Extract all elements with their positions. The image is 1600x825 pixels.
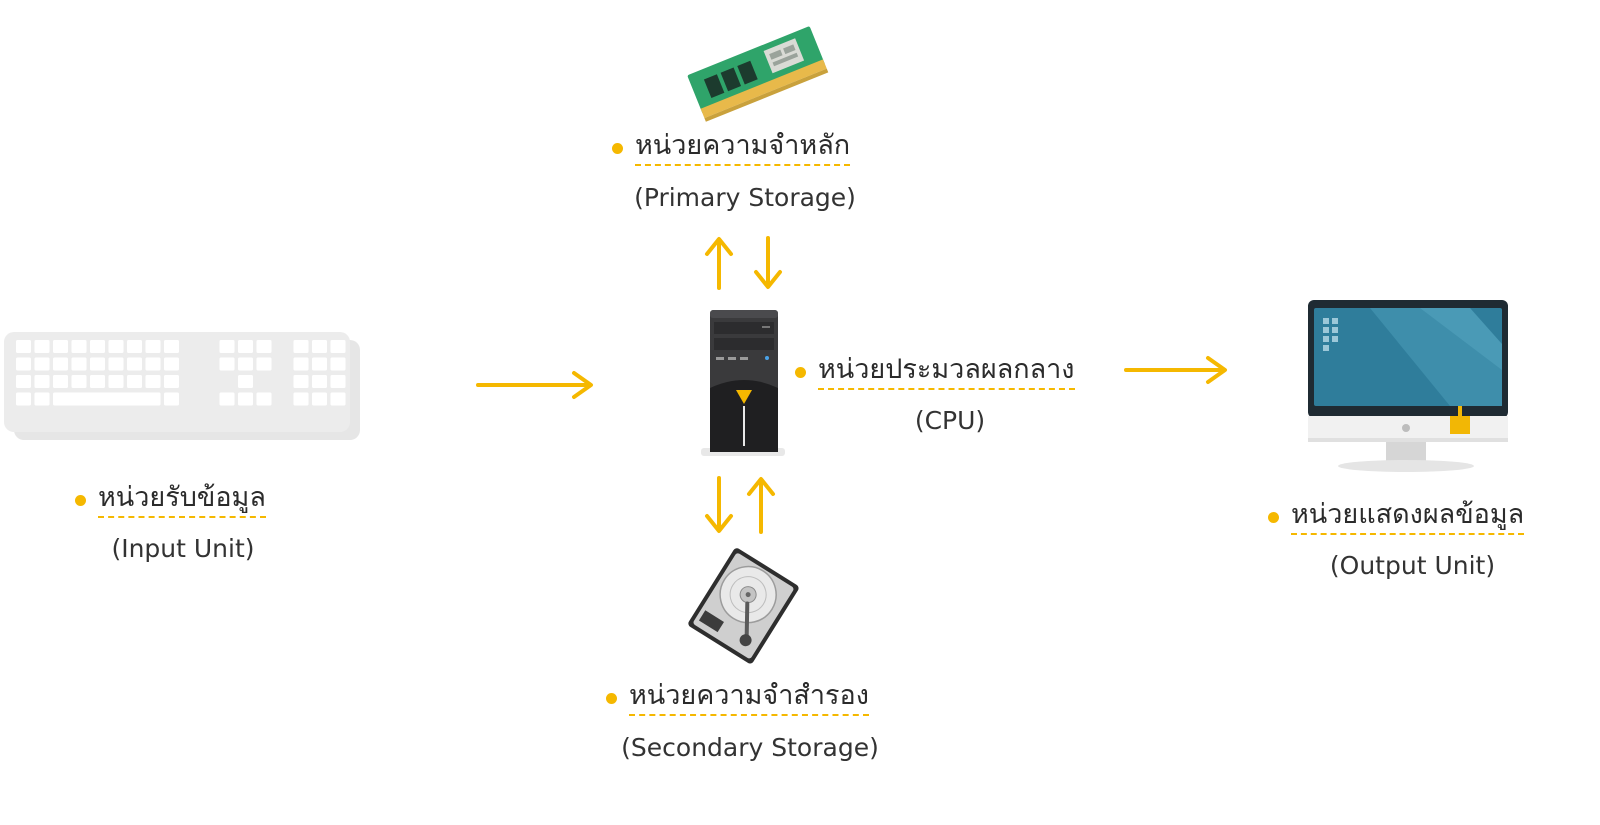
hard-disk-icon: [688, 548, 799, 664]
secondary-storage-title-text: หน่วยความจำสำรอง: [629, 680, 869, 716]
cpu-subtitle: (CPU): [914, 406, 986, 435]
arrow-cpu-to-primary-storage: [705, 237, 733, 290]
bullet-dot: [795, 366, 806, 378]
ram-module-icon: [687, 26, 829, 122]
bullet-dot: [1268, 511, 1279, 523]
arrow-primary-storage-to-cpu: [754, 236, 782, 289]
primary-storage-title: หน่วยความจำหลัก: [612, 130, 851, 166]
input-subtitle: (Input Unit): [111, 534, 255, 563]
primary-storage-title-text: หน่วยความจำหลัก: [635, 130, 851, 166]
output-title: หน่วยแสดงผลข้อมูล: [1268, 499, 1525, 535]
output-title-text: หน่วยแสดงผลข้อมูล: [1291, 499, 1525, 535]
output-subtitle: (Output Unit): [1329, 551, 1496, 580]
arrow-cpu-to-output: [1124, 356, 1227, 384]
bullet-dot: [606, 692, 617, 704]
cpu-title: หน่วยประมวลผลกลาง: [795, 354, 1075, 390]
bullet-dot: [612, 142, 623, 154]
secondary-storage-title: หน่วยความจำสำรอง: [606, 680, 869, 716]
arrow-secondary-storage-to-cpu: [747, 477, 775, 534]
secondary-storage-subtitle: (Secondary Storage): [621, 733, 879, 762]
arrow-input-to-cpu: [476, 371, 593, 399]
arrow-cpu-to-secondary-storage: [705, 476, 733, 533]
bullet-dot: [75, 494, 86, 506]
input-title-text: หน่วยรับข้อมูล: [98, 482, 266, 518]
monitor-icon: [1308, 300, 1508, 472]
computer-tower-icon: [701, 310, 785, 456]
keyboard-icon: [4, 332, 360, 440]
input-title: หน่วยรับข้อมูล: [75, 482, 266, 518]
cpu-title-text: หน่วยประมวลผลกลาง: [818, 354, 1075, 390]
primary-storage-subtitle: (Primary Storage): [634, 183, 856, 212]
